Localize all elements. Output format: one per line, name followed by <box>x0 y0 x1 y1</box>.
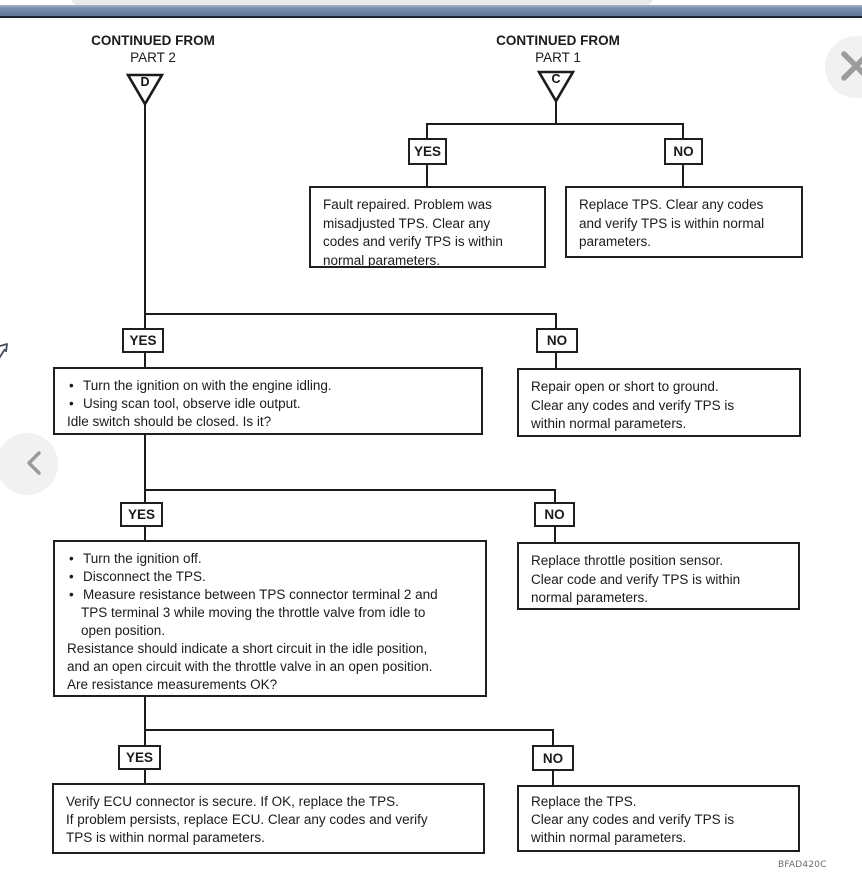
text-line: Fault repaired. Problem was <box>323 197 492 212</box>
chevron-left-icon <box>26 450 42 479</box>
text-line: Are resistance measurements OK? <box>67 677 278 692</box>
connector-c-vertical <box>555 100 557 125</box>
text-line: Idle switch should be closed. Is it? <box>67 414 272 429</box>
text-line: Clear code and verify TPS is within <box>531 571 741 587</box>
connector-mid-vertical <box>144 434 146 542</box>
replace-sensor-box: Replace throttle position sensor. Clear … <box>517 542 800 610</box>
connector-symbol-c: C <box>537 70 575 104</box>
text-line: parameters. <box>579 234 652 249</box>
text-line: Resistance should indicate a short circu… <box>67 641 428 656</box>
text-line: Replace TPS. Clear any codes <box>579 197 764 212</box>
no-label-4: NO <box>532 745 574 771</box>
text-line: • Disconnect the TPS. <box>69 569 206 584</box>
text-line: • Turn the ignition on with the engine i… <box>69 378 332 393</box>
text-line: within normal parameters. <box>531 830 687 845</box>
text-line: Repair open or short to ground. <box>531 379 719 394</box>
connector-c-branch <box>426 123 684 125</box>
text-line: • Turn the ignition off. <box>69 551 202 566</box>
previous-page-button[interactable] <box>0 433 58 495</box>
bullet-icon: • <box>69 569 74 584</box>
close-button[interactable] <box>825 36 862 98</box>
bullet-icon: • <box>69 551 74 566</box>
connector-branch-3 <box>144 489 556 491</box>
text-line: If problem persists, replace ECU. Clear … <box>66 812 428 827</box>
text-line: TPS terminal 3 while moving the throttle… <box>81 605 426 620</box>
text-line: and an open circuit with the throttle va… <box>67 659 433 674</box>
yes-label-3: YES <box>120 502 163 527</box>
text-line: Clear any codes and verify TPS is <box>531 812 735 827</box>
text-line: Replace throttle position sensor. <box>531 553 724 568</box>
connector-letter-d: D <box>140 75 150 89</box>
bullet-icon: • <box>69 587 74 602</box>
title-bar <box>0 5 862 18</box>
connector-letter-c: C <box>551 72 561 86</box>
part-2-label: PART 2 <box>130 50 176 65</box>
text-line: TPS is within normal parameters. <box>66 830 265 845</box>
idle-check-box: • Turn the ignition on with the engine i… <box>53 367 483 435</box>
connector-low-vertical <box>144 696 146 785</box>
connector-branch-2 <box>144 313 557 315</box>
replace-tps-final-box: Replace the TPS. Clear any codes and ver… <box>517 785 800 852</box>
fault-repaired-box: Fault repaired. Problem was misadjusted … <box>309 186 546 268</box>
no-label-2: NO <box>536 328 578 353</box>
verify-ecu-box: Verify ECU connector is secure. If OK, r… <box>52 783 485 854</box>
yes-label-1: YES <box>408 138 447 165</box>
resistance-check-box: • Turn the ignition off. • Disconnect th… <box>53 540 487 697</box>
connector-d-vertical <box>144 104 146 369</box>
connector-symbol-d: D <box>126 73 164 107</box>
figure-code: BFAD420C <box>778 860 827 870</box>
toolbar-edge <box>72 0 652 5</box>
no-label-3: NO <box>534 502 575 527</box>
text-line: codes and verify TPS is within <box>323 234 503 249</box>
no-label-1: NO <box>664 138 703 165</box>
continued-from-right-label: CONTINUED FROM <box>496 33 620 48</box>
text-line: Clear any codes and verify TPS is <box>531 397 735 413</box>
connector-branch-4 <box>144 729 554 731</box>
close-icon <box>836 46 862 89</box>
text-line: within normal parameters. <box>531 416 687 431</box>
text-line: • Using scan tool, observe idle output. <box>69 396 301 411</box>
text-line: normal parameters. <box>531 590 649 605</box>
mouse-cursor-icon <box>0 342 11 367</box>
text-line: open position. <box>81 623 166 638</box>
repair-open-short-box: Repair open or short to ground. Clear an… <box>517 368 801 437</box>
text-line: Verify ECU connector is secure. If OK, r… <box>66 794 399 809</box>
text-line: normal parameters. <box>323 252 441 268</box>
text-line: and verify TPS is within normal <box>579 215 765 231</box>
bullet-icon: • <box>69 396 74 411</box>
text-line: Replace the TPS. <box>531 794 637 809</box>
part-1-label: PART 1 <box>535 50 581 65</box>
replace-tps-codes-box: Replace TPS. Clear any codes and verify … <box>565 186 803 258</box>
continued-from-left-label: CONTINUED FROM <box>91 33 215 48</box>
yes-label-2: YES <box>122 328 164 353</box>
bullet-icon: • <box>69 378 74 393</box>
yes-label-4: YES <box>118 745 161 770</box>
text-line: misadjusted TPS. Clear any <box>323 215 491 231</box>
text-line: • Measure resistance between TPS connect… <box>69 587 438 602</box>
